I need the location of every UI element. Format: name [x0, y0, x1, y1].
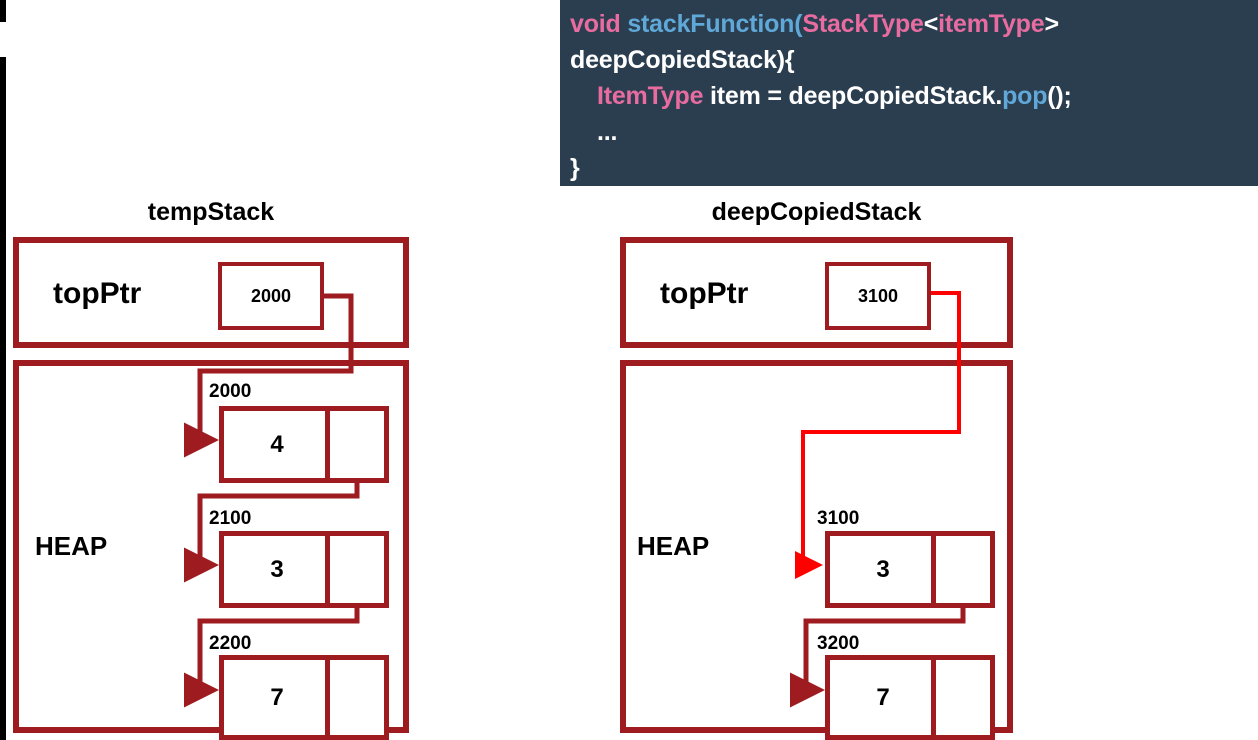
- temp-stack-node-2-address: 2200: [209, 633, 252, 654]
- deep-stack-node-0-divider: [931, 535, 936, 604]
- deep-stack-heap-label: HEAP: [637, 531, 710, 561]
- code-snippet-panel: void stackFunction(StackType<itemType> d…: [560, 0, 1258, 186]
- temp-stack-node-0-address: 2000: [209, 381, 252, 402]
- deep-stack-node-1-value: 7: [876, 683, 890, 711]
- code-line-4: ...: [570, 118, 618, 146]
- temp-stack-topptr-label: topPtr: [53, 277, 142, 310]
- code-line-1: void stackFunction(StackType<itemType>: [570, 10, 1059, 38]
- deep-stack-topptr-label: topPtr: [660, 277, 749, 310]
- temp-stack-node-1-value: 3: [270, 555, 284, 583]
- temp-stack-node-0-divider: [325, 410, 330, 479]
- temp-stack-node-1-divider: [325, 535, 330, 604]
- code-line-3: ItemType item = deepCopiedStack.pop();: [596, 82, 1072, 110]
- temp-stack-node-2-value: 7: [270, 683, 284, 711]
- diagram-title-temp-stack: tempStack: [147, 198, 275, 226]
- temp-stack-node-1-address: 2100: [209, 508, 252, 529]
- diagram-title-deep-copied-stack: deepCopiedStack: [711, 198, 922, 226]
- deep-stack-node-0-address: 3100: [817, 508, 860, 529]
- temp-stack-heap-label: HEAP: [35, 531, 108, 561]
- left-edge-strip: [0, 0, 6, 740]
- deep-stack-node-0-value: 3: [876, 555, 890, 583]
- temp-stack-node-1: 3: [219, 531, 389, 608]
- deep-stack-node-0: 3: [825, 531, 995, 608]
- deep-stack-node-1: 7: [825, 655, 995, 740]
- temp-stack-node-0: 4: [219, 406, 389, 483]
- deep-stack-node-1-address: 3200: [817, 633, 860, 654]
- deep-stack-node-1-divider: [931, 659, 936, 736]
- temp-stack-node-2: 7: [219, 655, 389, 740]
- temp-stack-node-2-divider: [325, 659, 330, 736]
- left-edge-notch: [0, 22, 6, 57]
- code-line-5: }: [570, 154, 580, 182]
- temp-stack-node-0-value: 4: [270, 430, 284, 458]
- deep-stack-topptr-value-box: 3100: [825, 262, 931, 330]
- code-line-2: deepCopiedStack){: [570, 46, 795, 74]
- temp-stack-topptr-value-box: 2000: [218, 262, 324, 330]
